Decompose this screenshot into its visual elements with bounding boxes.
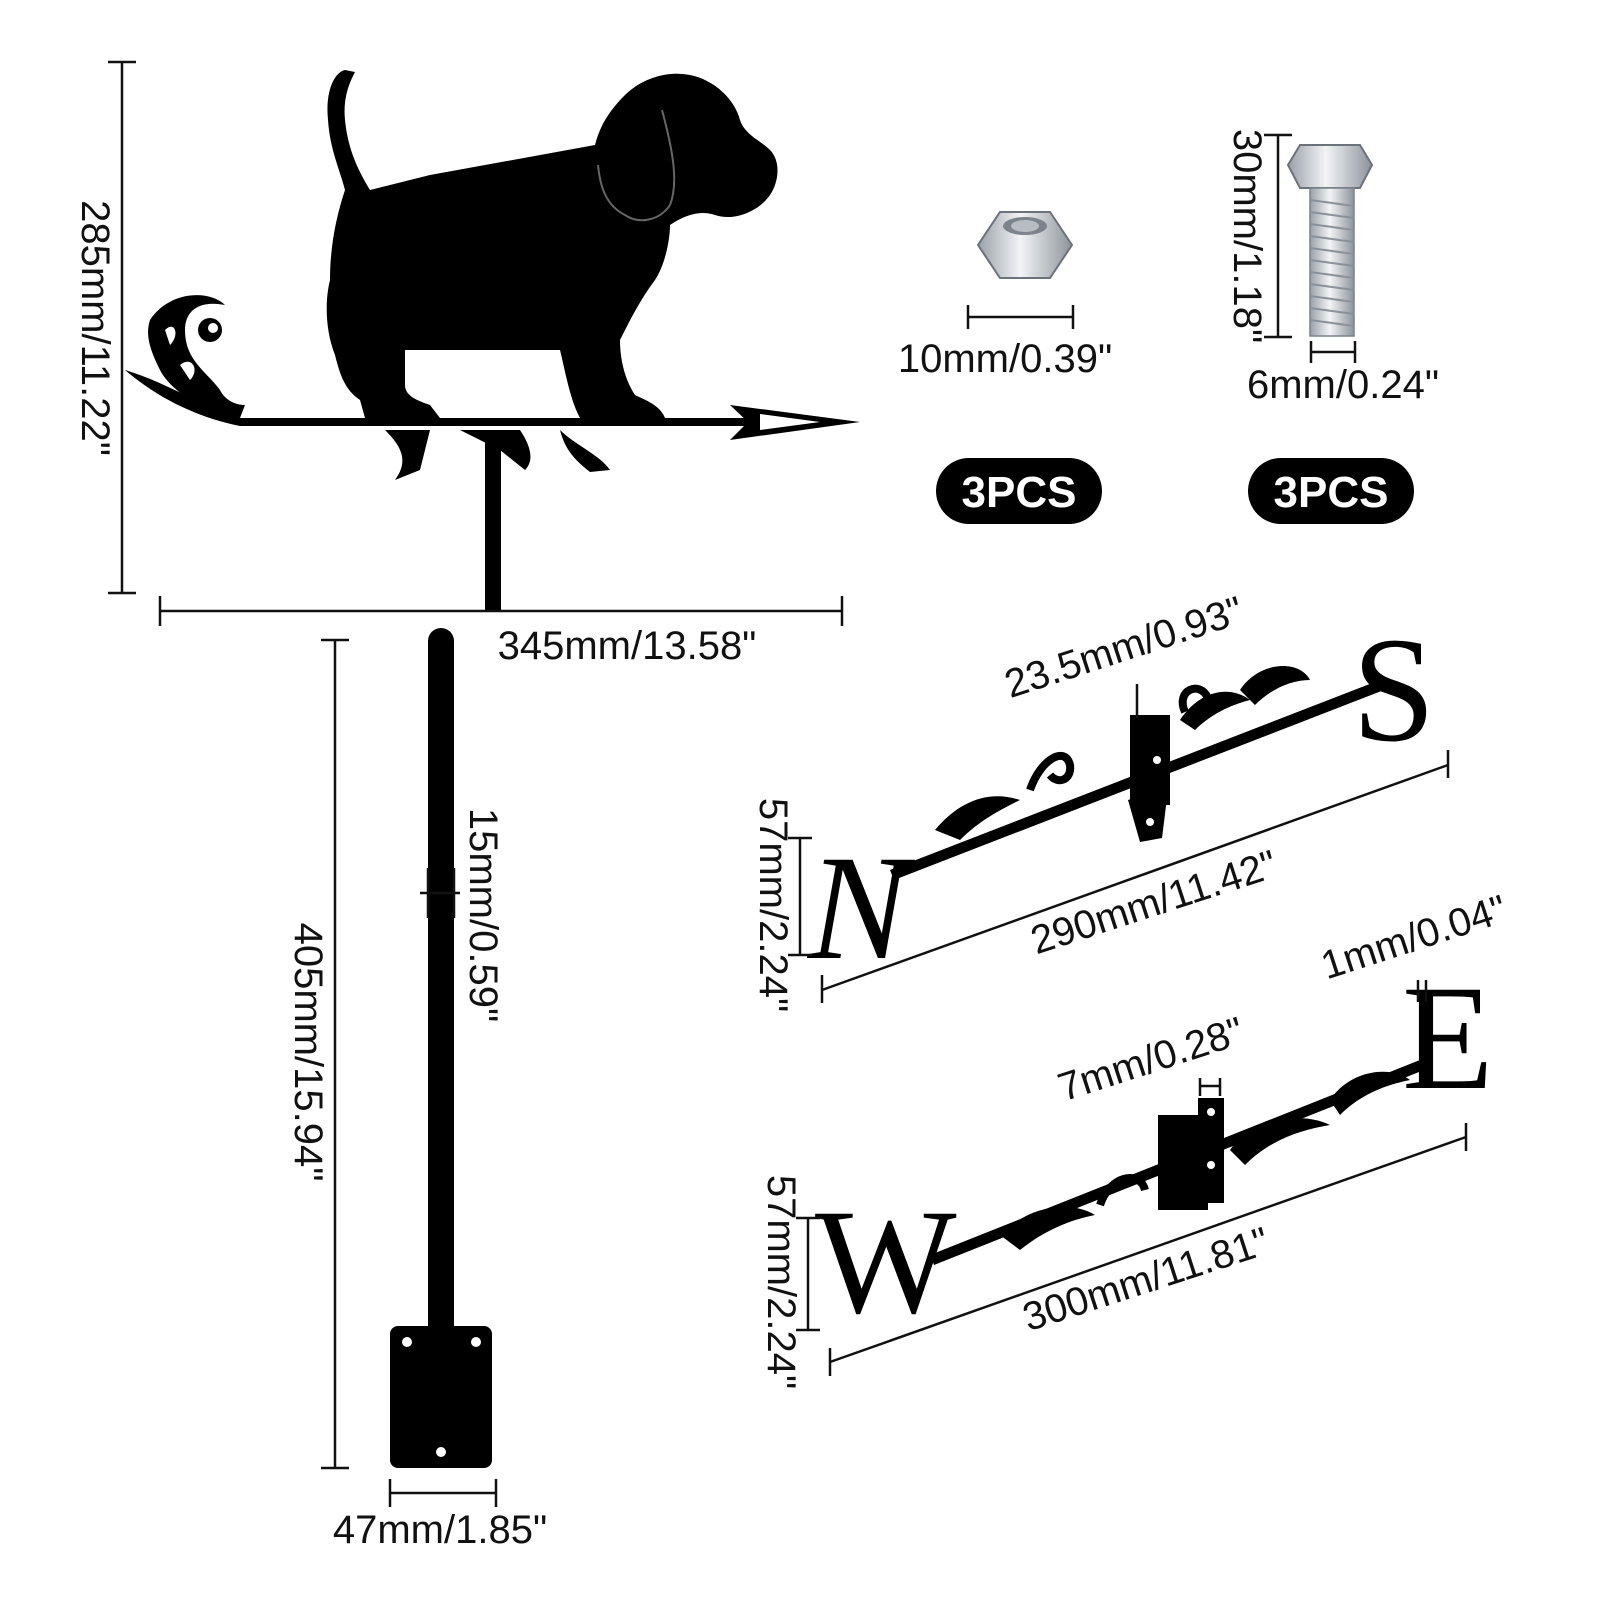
ns-height-dimension: 57mm/2.24": [751, 798, 812, 1012]
base-width-dimension: 47mm/1.85": [333, 1479, 547, 1552]
ns-height-label: 57mm/2.24": [751, 798, 795, 1012]
pole-diameter-dimension: 15mm/0.59": [420, 808, 505, 1022]
we-height-dimension: 57mm/2.24": [759, 1175, 820, 1389]
hex-bolt-icon: [1286, 144, 1374, 337]
north-south-bar: N S: [806, 607, 1435, 991]
north-letter: N: [806, 825, 915, 991]
vane-width-label: 345mm/13.58": [498, 624, 757, 668]
bolt-length-label: 30mm/1.18": [1225, 129, 1269, 343]
vane-height-dimension: 285mm/11.22": [73, 60, 136, 595]
nut-size-dimension: 10mm/0.39": [898, 305, 1112, 381]
pole-icon: [390, 628, 492, 1468]
pole-length-dimension: 405mm/15.94": [286, 638, 349, 1470]
vane-width-dimension: 345mm/13.58": [158, 596, 844, 668]
hex-nut-icon: [976, 211, 1074, 279]
bolt-length-dimension: 30mm/1.18": [1225, 129, 1292, 343]
nut-quantity-badge: 3PCS: [936, 458, 1102, 524]
bolt-quantity-badge: 3PCS: [1248, 458, 1414, 524]
we-height-label: 57mm/2.24": [759, 1175, 803, 1389]
nut-size-label: 10mm/0.39": [898, 337, 1112, 381]
base-width-label: 47mm/1.85": [333, 1508, 547, 1552]
bolt-diameter-dimension: 6mm/0.24": [1247, 341, 1439, 407]
south-letter: S: [1352, 607, 1435, 773]
east-letter: E: [1402, 955, 1494, 1121]
pole-diameter-label: 15mm/0.59": [461, 808, 505, 1022]
bolt-diameter-label: 6mm/0.24": [1247, 363, 1439, 407]
we-slot-dimension: 7mm/0.28": [1053, 1009, 1249, 1110]
vane-height-label: 285mm/11.22": [73, 200, 117, 456]
we-length-label: 300mm/11.81": [1018, 1219, 1275, 1340]
ns-bracket-label: 23.5mm/0.93": [999, 588, 1248, 706]
svg-text:3PCS: 3PCS: [1274, 468, 1389, 517]
svg-text:3PCS: 3PCS: [962, 468, 1077, 517]
west-letter: W: [815, 1179, 957, 1345]
pole-length-label: 405mm/15.94": [286, 923, 330, 1182]
west-east-bar: W E: [815, 955, 1494, 1345]
dog-silhouette-icon: [125, 70, 860, 610]
